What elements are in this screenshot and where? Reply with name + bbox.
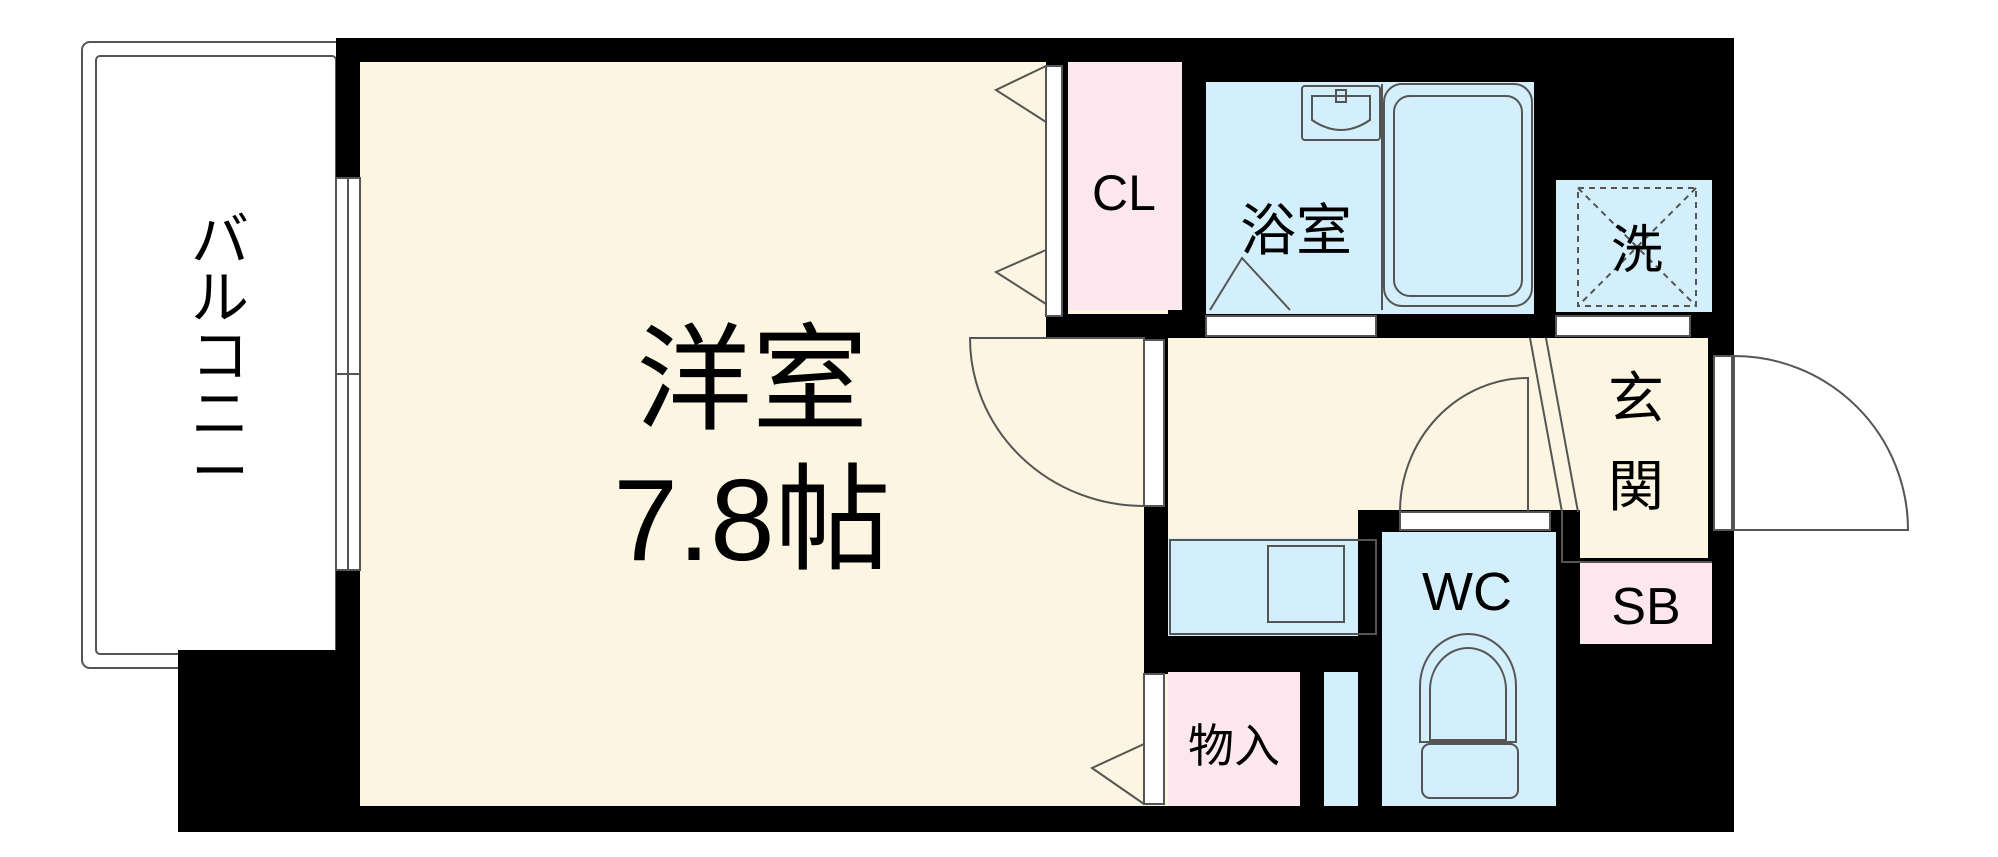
balcony-label: バ ル コ ニ ー — [191, 206, 249, 506]
balcony-window — [335, 177, 361, 571]
balcony-label-char-3: コ — [191, 322, 249, 390]
western-room-size-label: 7.8帖 — [613, 455, 890, 585]
exterior-wall-lower-left — [178, 650, 350, 832]
toilet-area — [1382, 532, 1556, 806]
entrance-step-edge — [1545, 337, 1579, 513]
storage-label: 物入 — [1188, 719, 1280, 773]
washer-box — [1577, 187, 1697, 307]
door-openings — [1045, 65, 1733, 805]
balcony-label-char-5: ー — [191, 438, 249, 506]
bathtub — [1383, 83, 1533, 307]
room-door-swing — [968, 337, 1145, 508]
balcony-label-char-1: バ — [191, 206, 249, 274]
washer-label: 洗 — [1611, 221, 1663, 281]
balcony-label-char-4: ニ — [191, 380, 249, 448]
shoebox-label: SB — [1611, 578, 1680, 636]
bath-door-swing — [1209, 256, 1291, 311]
western-room-label: 洋室 — [636, 313, 868, 448]
closet-label: CL — [1092, 165, 1156, 221]
entrance-step — [1529, 337, 1712, 563]
storage-area — [1168, 672, 1300, 806]
western-room — [360, 62, 1168, 806]
bath-label: 浴室 — [1240, 199, 1352, 264]
kitchen-counter — [1169, 539, 1377, 635]
toilet-label: WC — [1422, 562, 1512, 622]
toilet-bowl — [1419, 633, 1519, 799]
entrance-label-2: 関 — [1608, 455, 1664, 520]
storage-door — [1089, 743, 1145, 805]
balcony-label-char-2: ル — [191, 264, 249, 332]
washbasin — [1301, 85, 1381, 141]
bathtub-inner — [1393, 95, 1523, 297]
toilet-door-swing — [1398, 376, 1529, 513]
closet-area — [1066, 62, 1182, 310]
front-door-swing — [1733, 354, 1910, 531]
entrance-label-1: 玄 — [1608, 367, 1664, 432]
closet-door-upper — [993, 65, 1047, 123]
washer-area — [1556, 180, 1712, 312]
shoebox-area — [1580, 562, 1712, 644]
closet-door-lower — [993, 249, 1047, 305]
